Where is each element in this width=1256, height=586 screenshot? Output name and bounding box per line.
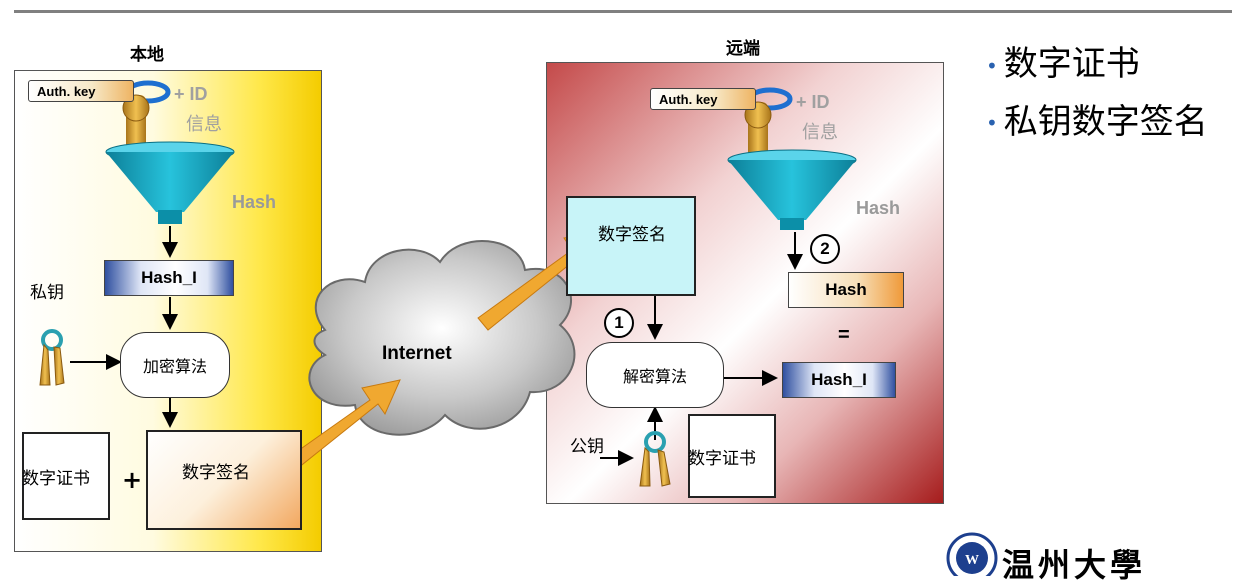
remote-signature-label: 数字签名 [598, 225, 666, 245]
remote-hash-i-box: Hash_I [782, 362, 896, 398]
remote-hash-label: Hash [856, 198, 901, 218]
internet-cloud [308, 240, 576, 436]
bullet-item-certificate: •数字证书 [986, 44, 1140, 84]
remote-id-info: 信息 [802, 122, 838, 143]
decrypt-algorithm-label: 解密算法 [622, 367, 687, 386]
public-key-label: 公钥 [570, 437, 604, 457]
remote-funnel-icon [727, 149, 857, 230]
remote-certificate-box: 数字证书 [688, 414, 776, 498]
local-certificate-box: 数字证书 [22, 432, 110, 520]
local-signature-box: 数字签名 [146, 430, 302, 530]
decrypt-algorithm-box: 解密算法 [586, 342, 724, 408]
remote-auth-key-box: Auth. key [650, 88, 756, 110]
bullet-item-private-key-signature: •私钥数字签名 [986, 101, 1208, 142]
plus-sign: + [122, 466, 143, 494]
local-id-label: + ID [174, 84, 208, 104]
local-signature-label: 数字签名 [182, 463, 250, 483]
bullet-dot-icon: • [986, 53, 998, 78]
bullet-dot-icon: • [986, 111, 998, 135]
local-hash-i-box: Hash_I [104, 260, 234, 296]
local-id-info: 信息 [186, 114, 222, 135]
bullet-list: •数字证书 •私钥数字签名 [986, 36, 1208, 151]
step-1-badge: 1 [604, 308, 634, 338]
remote-id-label: + ID [796, 92, 830, 112]
internet-label: Internet [382, 343, 452, 364]
remote-title: 远端 [726, 39, 760, 59]
remote-hash-box: Hash [788, 272, 904, 308]
encrypt-algorithm-label: 加密算法 [142, 357, 207, 376]
remote-signature-box: 数字签名 [566, 196, 696, 296]
remote-certificate-label: 数字证书 [688, 448, 756, 469]
local-certificate-label: 数字证书 [22, 468, 90, 489]
local-title: 本地 [130, 45, 164, 65]
private-key-icon [39, 329, 65, 386]
local-auth-key-box: Auth. key [28, 80, 134, 102]
step-2-badge: 2 [810, 234, 840, 264]
svg-text:W: W [965, 553, 979, 568]
university-logo-emblem: W [946, 532, 998, 576]
equals-sign: = [838, 324, 850, 346]
encrypt-algorithm-box: 加密算法 [120, 332, 230, 398]
public-key-icon [639, 431, 671, 487]
local-hash-label: Hash [232, 192, 277, 212]
private-key-label: 私钥 [30, 283, 64, 303]
top-divider [14, 10, 1232, 13]
university-logo-text: 温州大學 [1002, 546, 1147, 584]
local-funnel-icon [105, 141, 235, 224]
